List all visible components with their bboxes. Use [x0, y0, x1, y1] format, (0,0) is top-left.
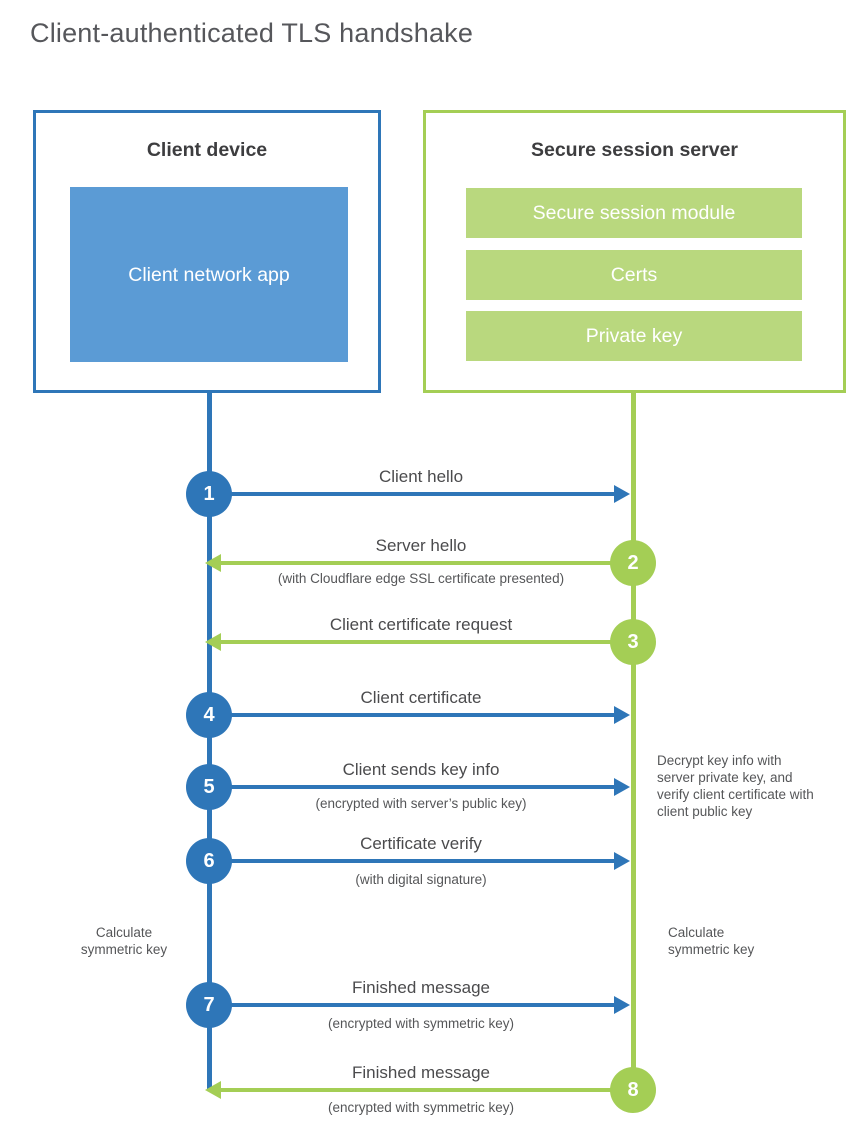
note-calculate-symmetric-key-client: Calculate symmetric key	[80, 925, 168, 957]
step-1-number: 1	[203, 482, 215, 505]
step-4-label: Client certificate	[360, 688, 482, 707]
client-device-box: Client device Client network app	[33, 110, 381, 393]
step-2-badge: 2	[610, 540, 656, 586]
client-lifeline	[207, 391, 212, 1091]
step-8-arrow-left-icon	[220, 1088, 633, 1092]
step-7-sublabel: (encrypted with symmetric key)	[327, 1016, 515, 1031]
step-3-arrow-left-icon	[220, 640, 633, 644]
step-2-label: Server hello	[375, 536, 467, 555]
step-8-sublabel: (encrypted with symmetric key)	[327, 1100, 515, 1115]
certs-bar: Certs	[466, 250, 802, 300]
private-key-bar: Private key	[466, 311, 802, 361]
client-device-heading: Client device	[146, 139, 268, 161]
step-7-label: Finished message	[352, 978, 490, 997]
step-7-badge: 7	[186, 982, 232, 1028]
step-6-sublabel: (with digital signature)	[355, 872, 487, 887]
step-7-number: 7	[203, 993, 215, 1016]
note-decrypt-key-info: Decrypt key info with server private key…	[657, 753, 814, 819]
step-8-number: 8	[627, 1078, 639, 1101]
note-calculate-symmetric-key-server: Calculate symmetric key	[668, 925, 755, 957]
step-3-badge: 3	[610, 619, 656, 665]
step-8-label: Finished message	[352, 1063, 490, 1082]
step-5-badge: 5	[186, 764, 232, 810]
client-network-app-box: Client network app	[70, 187, 348, 362]
server-lifeline	[631, 391, 636, 1090]
secure-session-server-box: Secure session server Secure session mod…	[423, 110, 846, 393]
client-network-app-label: Client network app	[128, 263, 290, 286]
step-5-label: Client sends key info	[342, 760, 500, 779]
step-6-number: 6	[203, 849, 215, 872]
step-1-arrow-right-icon	[209, 492, 615, 496]
server-heading: Secure session server	[530, 139, 739, 161]
step-6-label: Certificate verify	[360, 834, 482, 853]
step-6-arrow-right-icon	[209, 859, 615, 863]
step-3-label: Client certificate request	[329, 615, 513, 634]
step-1-badge: 1	[186, 471, 232, 517]
step-2-arrow-left-icon	[220, 561, 633, 565]
page-title: Client-authenticated TLS handshake	[30, 18, 474, 48]
step-8-badge: 8	[610, 1067, 656, 1113]
step-5-arrow-right-icon	[209, 785, 615, 789]
step-5-number: 5	[203, 775, 215, 798]
step-2-number: 2	[627, 551, 639, 574]
secure-session-module-bar: Secure session module	[466, 188, 802, 238]
step-4-badge: 4	[186, 692, 232, 738]
step-4-number: 4	[203, 703, 215, 726]
step-3-number: 3	[627, 630, 639, 653]
step-7-arrow-right-icon	[209, 1003, 615, 1007]
secure-session-module-label: Secure session module	[532, 201, 736, 224]
step-1-label: Client hello	[378, 467, 464, 486]
certs-label: Certs	[610, 263, 658, 286]
private-key-label: Private key	[585, 324, 683, 347]
step-5-sublabel: (encrypted with server’s public key)	[315, 796, 527, 811]
step-2-sublabel: (with Cloudflare edge SSL certificate pr…	[277, 571, 565, 586]
step-6-badge: 6	[186, 838, 232, 884]
step-4-arrow-right-icon	[209, 713, 615, 717]
